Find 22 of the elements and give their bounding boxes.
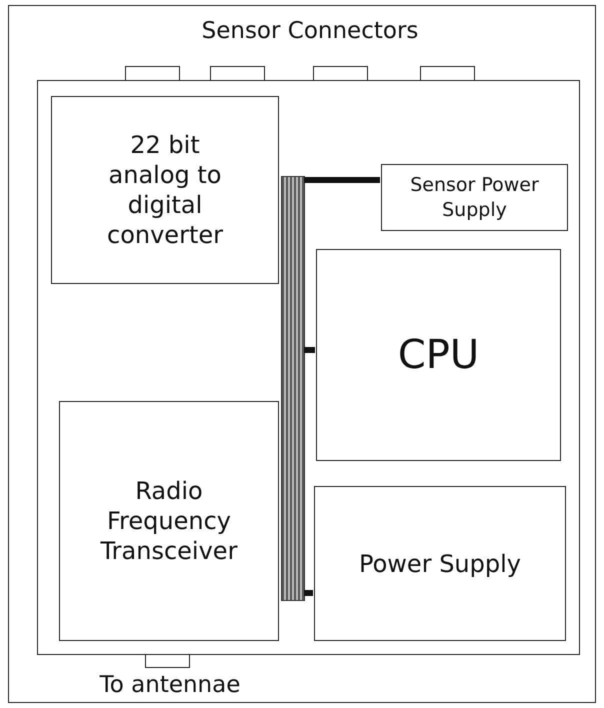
connector-tab — [210, 66, 265, 81]
module-label: CPU — [396, 332, 480, 378]
module-box — [316, 249, 561, 461]
module-label: 22 bit analog to digital converter — [106, 130, 224, 250]
connector-tab — [125, 66, 180, 81]
module-label: Radio Frequency Transceiver — [100, 476, 238, 566]
module-box — [51, 96, 279, 284]
bus-connection — [304, 347, 315, 353]
connector-tab — [313, 66, 368, 81]
module-box — [59, 401, 279, 641]
circuit-board — [37, 80, 580, 655]
antenna-caption: To antennae — [100, 672, 240, 698]
bus-connection — [304, 590, 313, 596]
module-label: Power Supply — [358, 548, 522, 578]
module-label: Sensor Power Supply — [409, 172, 540, 222]
connector-tab — [420, 66, 475, 81]
data-bus — [281, 176, 305, 601]
connector-caption: Sensor Connectors — [202, 18, 418, 44]
connector-tab — [145, 654, 190, 668]
module-box — [314, 486, 566, 641]
module-box — [381, 164, 568, 231]
bus-connection — [304, 177, 380, 183]
